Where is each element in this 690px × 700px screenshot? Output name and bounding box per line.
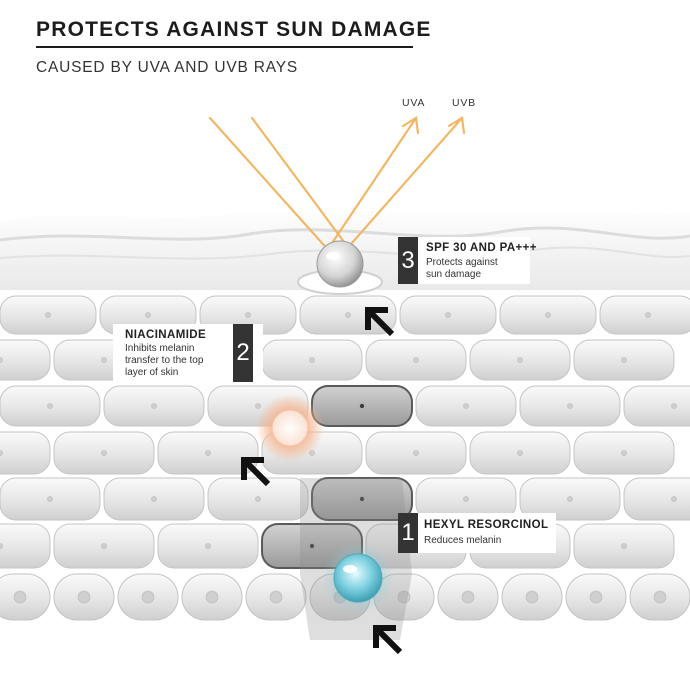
cell-nucleus — [151, 496, 157, 502]
cell-nucleus — [567, 403, 573, 409]
cell-nucleus — [345, 312, 351, 318]
title-underline — [36, 46, 413, 48]
cell-nucleus — [0, 357, 3, 363]
callout-heading: HEXYL RESORCINOL — [424, 519, 549, 531]
page-subtitle: CAUSED BY UVA AND UVB RAYS — [36, 59, 298, 76]
cell-nucleus — [309, 357, 315, 363]
callout-heading: SPF 30 AND PA+++ — [426, 242, 537, 254]
skin-cell — [0, 431, 51, 475]
cell-nucleus — [145, 312, 151, 318]
callout-spf: 3 SPF 30 AND PA+++ Protects against sun … — [398, 237, 537, 284]
cell-nucleus — [621, 357, 627, 363]
uvb-reflected-ray — [342, 116, 464, 254]
callout-text-line: Inhibits melanin — [125, 343, 195, 354]
cell-nucleus — [621, 543, 627, 549]
callout-heading: NIACINAMIDE — [125, 329, 207, 341]
uvb-label: UVB — [452, 97, 476, 109]
uv-rays — [208, 116, 466, 254]
cell-nucleus — [567, 496, 573, 502]
cell-nucleus — [205, 543, 211, 549]
callout-text-line: Protects against — [426, 257, 498, 268]
cell-nucleus — [47, 403, 53, 409]
skin-surface-ridge — [0, 226, 690, 242]
spf-droplet — [316, 240, 364, 288]
uva-reflected-ray — [324, 116, 418, 254]
hexyl-droplet — [333, 553, 383, 603]
cell-nucleus — [517, 357, 523, 363]
cell-nucleus — [101, 543, 107, 549]
cell-nucleus — [255, 496, 261, 502]
callout-text-line: transfer to the top — [125, 355, 204, 366]
cell-nucleus — [309, 543, 315, 549]
skin-surface-ridge — [0, 246, 690, 260]
cell-nucleus — [461, 590, 475, 604]
spf-droplet-highlight — [326, 252, 340, 260]
cell-nucleus — [621, 450, 627, 456]
cell-nucleus — [653, 590, 667, 604]
skin-cell — [0, 523, 51, 569]
cell-nucleus — [0, 450, 3, 456]
cell-nucleus — [517, 450, 523, 456]
cell-nucleus — [255, 403, 261, 409]
cell-nucleus — [445, 312, 451, 318]
uva-arrowhead — [401, 116, 420, 135]
cell-nucleus — [645, 312, 651, 318]
cell-nucleus — [671, 496, 677, 502]
cell-nucleus — [205, 590, 219, 604]
cell-nucleus — [245, 312, 251, 318]
cell-nucleus — [0, 543, 3, 549]
cell-nucleus — [47, 496, 53, 502]
skin-cell — [0, 339, 51, 381]
callout-hexyl-resorcinol: 1 HEXYL RESORCINOL Reduces melanin — [398, 513, 556, 553]
uvb-incoming-ray — [250, 116, 352, 252]
cell-nucleus — [463, 403, 469, 409]
cell-nucleus — [13, 590, 27, 604]
arrow-to-hexyl — [373, 625, 403, 655]
page-title: PROTECTS AGAINST SUN DAMAGE — [36, 18, 432, 41]
callout-number: 2 — [233, 324, 253, 382]
cell-nucleus — [45, 312, 51, 318]
uva-incoming-ray — [208, 116, 332, 254]
cell-nucleus — [397, 590, 411, 604]
callout-text: Protects against sun damage — [426, 257, 498, 281]
arrow-to-spf — [365, 307, 395, 337]
skin-cell — [599, 295, 690, 335]
cell-nucleus — [589, 590, 603, 604]
cell-nucleus — [463, 496, 469, 502]
cell-nucleus — [141, 590, 155, 604]
cell-nucleus — [101, 450, 107, 456]
hexyl-droplet-highlight — [343, 565, 357, 573]
callout-number: 3 — [398, 237, 418, 284]
uva-label: UVA — [402, 97, 426, 109]
cell-nucleus — [545, 312, 551, 318]
cell-nucleus — [413, 450, 419, 456]
niacinamide-droplet — [271, 409, 309, 447]
pointer-arrows — [241, 307, 403, 655]
cell-nucleus — [205, 450, 211, 456]
callout-number: 1 — [398, 513, 418, 553]
callout-text-line: sun damage — [426, 269, 482, 280]
skin-cell — [623, 385, 690, 427]
cell-nucleus — [359, 403, 365, 409]
cell-nucleus — [525, 590, 539, 604]
callout-text-line: layer of skin — [125, 367, 179, 378]
callout-text-line: Reduces melanin — [424, 535, 502, 546]
cell-nucleus — [413, 357, 419, 363]
arrow-to-niacinamide — [241, 457, 271, 487]
skin-cell — [623, 477, 690, 521]
cell-nucleus — [77, 590, 91, 604]
cell-nucleus — [359, 496, 365, 502]
uvb-arrowhead — [447, 116, 466, 135]
cell-nucleus — [269, 590, 283, 604]
callout-text: Inhibits melanin transfer to the top lay… — [125, 343, 203, 379]
callout-niacinamide: NIACINAMIDE Inhibits melanin transfer to… — [113, 324, 263, 382]
cell-nucleus — [671, 403, 677, 409]
cell-nucleus — [151, 403, 157, 409]
cell-nucleus — [101, 357, 107, 363]
callout-text: Reduces melanin — [424, 535, 501, 547]
